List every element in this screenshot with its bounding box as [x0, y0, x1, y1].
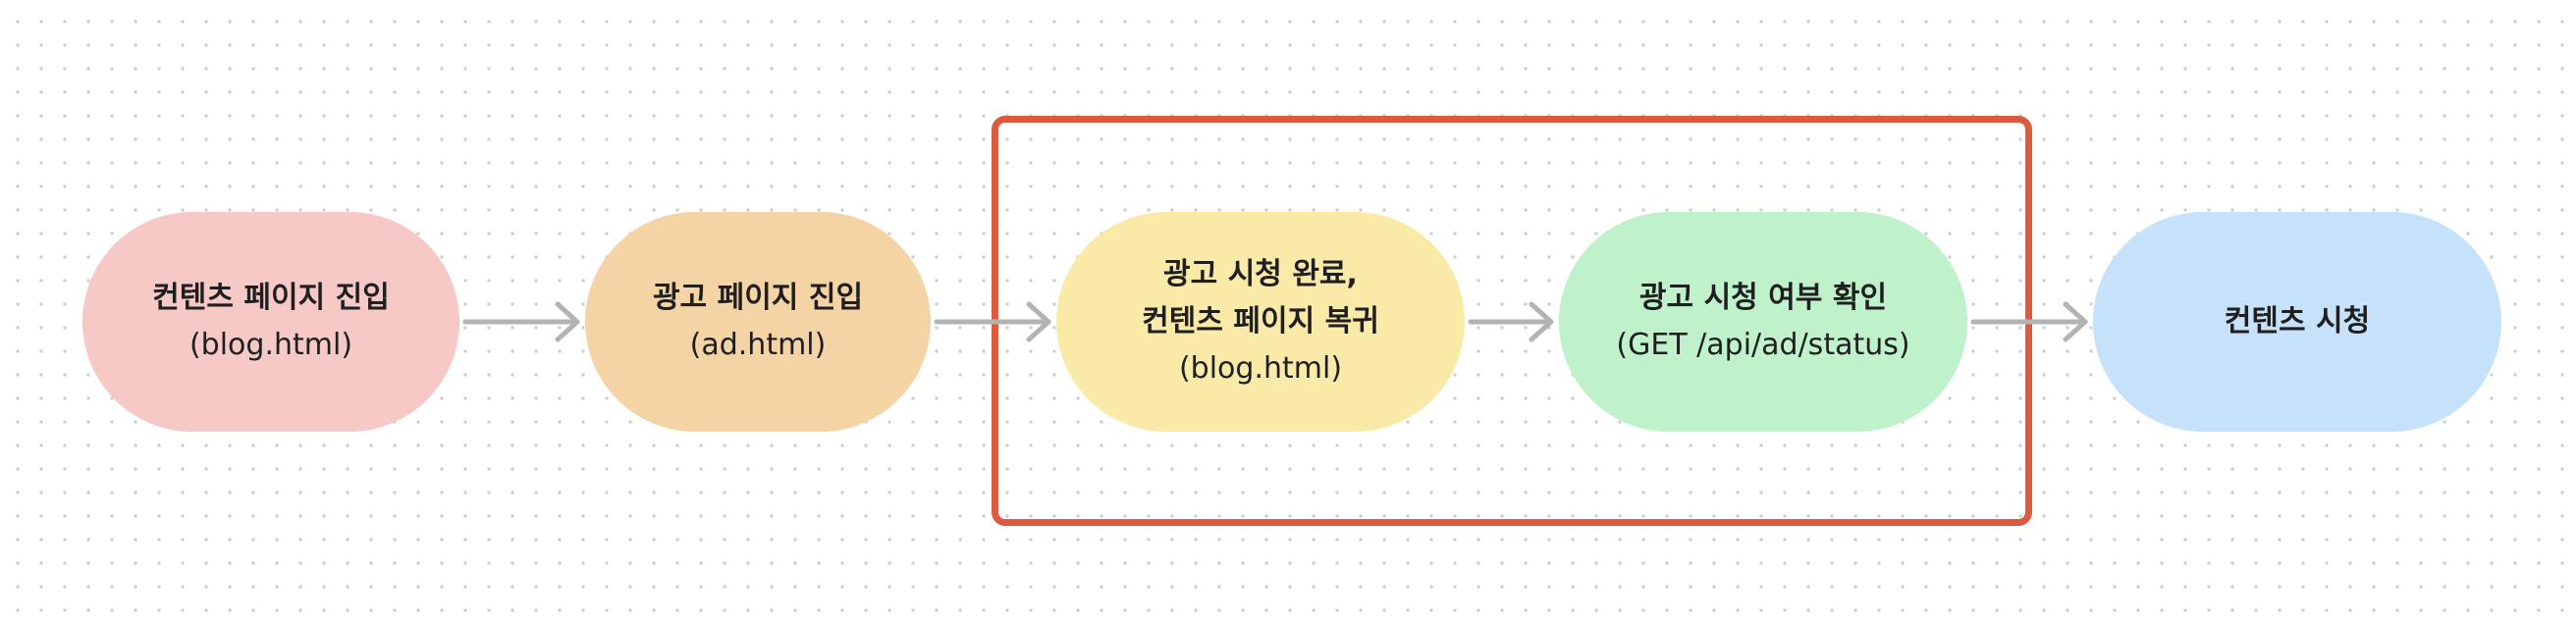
node-subtitle: (ad.html) [689, 328, 827, 362]
arrow-node3-to-node4 [1468, 301, 1554, 342]
node-content-page-entry: 컨텐츠 페이지 진입 (blog.html) [82, 212, 459, 432]
node-title: 컨텐츠 페이지 진입 [152, 281, 390, 315]
arrow-node1-to-node2 [462, 301, 580, 342]
node-title: 광고 시청 여부 확인 [1638, 281, 1888, 315]
node-title: 컨텐츠 시청 [2224, 304, 2371, 339]
node-title-line-1: 광고 시청 완료, [1163, 257, 1358, 291]
node-ad-complete-return: 광고 시청 완료, 컨텐츠 페이지 복귀 (blog.html) [1056, 212, 1465, 432]
node-ad-page-entry: 광고 페이지 진입 (ad.html) [585, 212, 931, 432]
node-content-view: 컨텐츠 시청 [2093, 212, 2501, 432]
node-title-line-2: 컨텐츠 페이지 복귀 [1142, 304, 1379, 339]
node-subtitle: (blog.html) [188, 328, 353, 362]
node-title: 광고 페이지 진입 [652, 281, 864, 315]
arrow-node2-to-node3 [934, 301, 1051, 342]
arrow-node4-to-node5 [1970, 301, 2088, 342]
node-subtitle: (GET /api/ad/status) [1616, 328, 1910, 362]
node-ad-status-check: 광고 시청 여부 확인 (GET /api/ad/status) [1559, 212, 1967, 432]
node-subtitle: (blog.html) [1178, 351, 1343, 386]
